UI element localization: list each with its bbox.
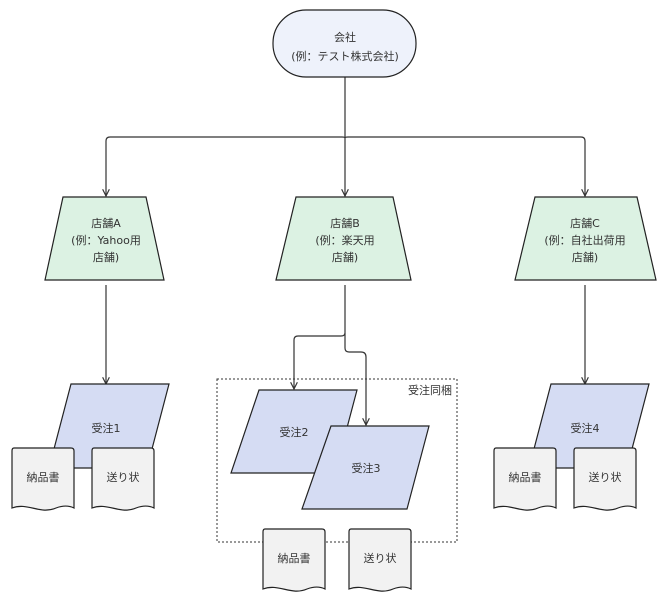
store-b-label-line-2: (例：楽天用 [315, 233, 374, 247]
edge-store-b-order-3 [344, 333, 366, 425]
document-shipping-1[interactable]: 送り状 [91, 447, 155, 511]
store-node-a[interactable]: 店舗A (例：Yahoo用 店舗) [44, 196, 165, 281]
shipping-2-label: 送り状 [364, 551, 397, 565]
store-b-label-line-3: 店舗) [332, 250, 358, 264]
document-shipping-4[interactable]: 送り状 [573, 447, 637, 511]
store-b-label-line-1: 店舗B [330, 216, 360, 230]
order-3-label: 受注3 [352, 461, 381, 475]
shipping-4-label: 送り状 [589, 470, 622, 484]
document-invoice-2[interactable]: 納品書 [262, 528, 326, 592]
store-c-label-line-3: 店舗) [572, 250, 598, 264]
invoice-1-label: 納品書 [27, 470, 60, 484]
edge-store-b-order-2 [294, 285, 346, 389]
order-node-3[interactable]: 受注3 [301, 425, 430, 510]
invoice-2-label: 納品書 [278, 551, 311, 565]
order-bundle-group: 受注同梱 [216, 378, 458, 543]
store-node-c[interactable]: 店舗C (例：自社出荷用 店舗) [514, 196, 657, 281]
company-label-line-2: (例：テスト株式会社) [291, 49, 399, 63]
document-shipping-2[interactable]: 送り状 [348, 528, 412, 592]
document-invoice-4[interactable]: 納品書 [493, 447, 557, 511]
store-node-b[interactable]: 店舗B (例：楽天用 店舗) [275, 196, 412, 281]
store-c-label-line-1: 店舗C [570, 216, 600, 230]
store-a-label-line-2: (例：Yahoo用 [71, 233, 141, 247]
invoice-4-label: 納品書 [509, 470, 542, 484]
order-1-label: 受注1 [92, 421, 121, 435]
company-node[interactable]: 会社 (例：テスト株式会社) [272, 9, 417, 78]
store-a-label-line-1: 店舗A [91, 216, 121, 230]
document-invoice-1[interactable]: 納品書 [11, 447, 75, 511]
order-2-label: 受注2 [280, 425, 309, 439]
store-a-label-line-3: 店舗) [93, 250, 119, 264]
order-4-label: 受注4 [571, 421, 600, 435]
shipping-1-label: 送り状 [107, 470, 140, 484]
order-bundle-label: 受注同梱 [408, 383, 452, 397]
connectors [106, 77, 585, 425]
order-node-4[interactable]: 受注4 [528, 383, 650, 469]
store-c-label-line-2: (例：自社出荷用 [544, 233, 625, 247]
edge-company-store-c [344, 136, 585, 196]
edge-company-store-a [106, 136, 346, 196]
company-label-line-1: 会社 [334, 30, 356, 44]
